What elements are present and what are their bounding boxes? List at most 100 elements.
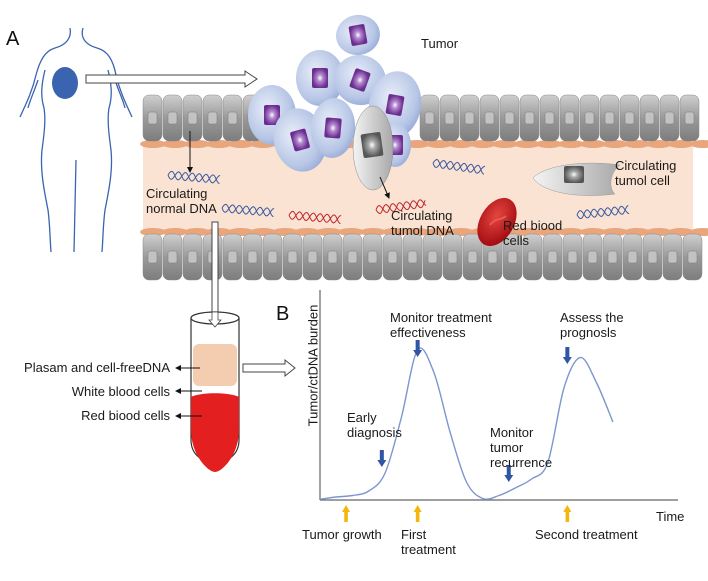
wall-segment [426,140,452,148]
wall-segment [646,140,672,148]
endothelial-nucleus [564,111,575,125]
shedding-tumor-cell [352,105,394,191]
label-line: tumor [490,440,524,455]
label-line: tumol cell [615,173,670,188]
wall-segment [140,228,166,236]
endothelial-cells-bottom [142,233,703,281]
endothelial-nucleus [347,250,358,264]
blue-marker-arrow-icon [504,465,514,482]
tumor-site-marker [52,67,78,99]
endothelial-nucleus [327,250,338,264]
wall-segment [514,140,540,148]
tumor-nucleus [290,128,310,152]
burden-curve [319,347,614,500]
tumor-nucleus [385,94,405,116]
red-blood-cell [477,197,517,247]
endothelial-nucleus [604,111,615,125]
endothelial-nucleus [504,111,515,125]
endothelial-nucleus [627,250,638,264]
endothelial-nucleus [227,111,238,125]
label-red-blood-cells-tube: Red biood cells [81,408,170,423]
endothelial-nucleus [624,111,635,125]
blue-marker-arrow-icon [377,450,387,467]
label-line: tumol DNA [391,223,454,238]
wall-segment [492,140,518,148]
endothelial-nucleus [484,111,495,125]
label-line: normal DNA [146,201,217,216]
endothelial-nucleus [427,250,438,264]
label-circulating-normal-dna: Circulating normal DNA [146,186,217,216]
panel-label-a: A [6,28,20,50]
endothelial-nucleus [267,250,278,264]
endothelial-nucleus [407,250,418,264]
endothelial-nucleus [247,250,258,264]
label-circulating-tumor-cell: Circulating tumol cell [615,158,676,188]
label-circulating-tumor-dna: Circulating tumol DNA [391,208,454,238]
label-line: First [401,527,427,542]
endothelial-nucleus [644,111,655,125]
label-line: Early [347,410,377,425]
tumor-cluster [248,14,422,172]
endothelial-nucleus [687,250,698,264]
endothelial-nucleus [664,111,675,125]
wall-segment [580,140,606,148]
wall-segment [206,140,232,148]
endothelial-nucleus [207,111,218,125]
tumor-nucleus [324,117,342,139]
endothelial-nucleus [167,111,178,125]
endothelial-nucleus [147,111,158,125]
label-line: cells [503,233,530,248]
label-line: Monitor [490,425,534,440]
label-red-blood-cells: Red biood cells [503,218,562,248]
annotation-bottom-0: Tumor growth [302,527,382,542]
tumor-dna-fragment [375,199,427,214]
yellow-event-arrow-icon [342,505,351,522]
dna-fragments [167,159,630,224]
burden-chart [319,290,678,522]
red-cells-layer [191,393,239,472]
tumor-nucleus [264,105,280,125]
tumor-cell [310,98,356,158]
endothelial-nucleus [587,250,598,264]
label-line: Circulating [615,158,677,173]
yellow-event-arrow-icon [563,505,572,522]
wall-segment [360,228,386,236]
endothelial-nucleus [547,250,558,264]
label-line: Monitor treatment [390,310,492,325]
plasma-layer [193,344,237,386]
endothelial-nucleus [684,111,695,125]
endothelial-nucleus [507,250,518,264]
arrow-shed-tumor-dna [379,176,390,199]
endothelial-nucleus [167,250,178,264]
label-line: Assess the [560,310,624,325]
wall-segment [602,140,628,148]
label-plasma: Plasam and cell-freeDNA [24,360,170,375]
label-white-blood-cells: White blood cells [71,384,170,399]
label-line: Circulating [146,186,208,201]
tumor-nucleus [349,68,371,92]
label-line: effectiveness [390,325,466,340]
normal-dna-fragment [221,203,275,217]
wall-segment [228,140,254,148]
wall-segment [536,140,562,148]
wall-segment [162,140,188,148]
tumor-nucleus [312,68,328,88]
x-axis-label: Time [656,509,685,524]
tumor-nucleus [348,24,368,46]
tumor-dna-fragment [288,210,342,224]
endothelial-nucleus [227,250,238,264]
wall-segment [470,140,496,148]
label-line: diagnosis [347,425,402,440]
label-line: treatment [401,542,456,557]
endothelial-nucleus [307,250,318,264]
endothelial-nucleus [667,250,678,264]
tumor-cell [336,14,380,56]
normal-dna-fragment [576,205,630,220]
endothelial-nucleus [584,111,595,125]
y-axis-label: Tumor/ctDNA burden [305,304,321,427]
